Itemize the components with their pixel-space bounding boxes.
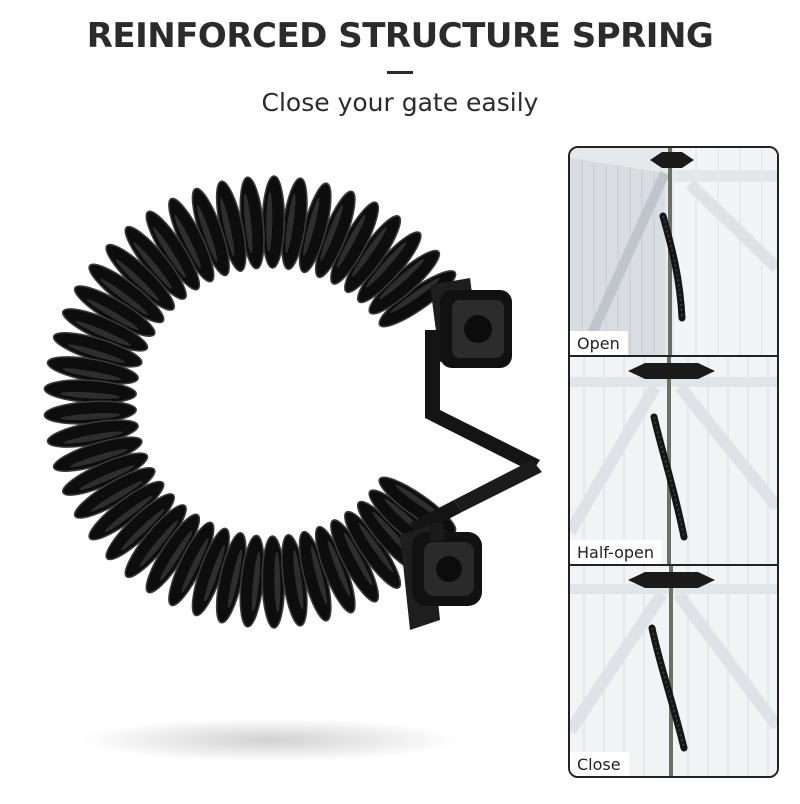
spring-coil-highlight bbox=[251, 551, 261, 612]
spring-coil-highlight bbox=[390, 278, 440, 313]
spring-coil-highlight bbox=[86, 299, 139, 330]
spring-coil-highlight bbox=[115, 259, 160, 302]
spring-coil bbox=[43, 175, 457, 629]
lower-end-cap bbox=[400, 523, 482, 630]
spring-coil-highlight bbox=[343, 532, 373, 586]
spring-coil-highlight bbox=[243, 193, 253, 254]
spring-product-image bbox=[0, 140, 560, 800]
spring-coil-highlight bbox=[220, 197, 235, 257]
spring-coil-highlight bbox=[303, 197, 320, 256]
gate-panel-half-open: Half-open bbox=[570, 357, 777, 564]
spring-coil-highlight bbox=[174, 214, 202, 269]
spring-coil-highlight bbox=[285, 193, 296, 253]
spring-coil-highlight bbox=[366, 241, 407, 288]
gate-state-label: Close bbox=[570, 752, 629, 776]
spring-coil-highlight bbox=[395, 484, 445, 520]
spring-coil-highlight bbox=[104, 495, 153, 533]
spring-coil-highlight bbox=[228, 549, 243, 608]
spring-coil-highlight bbox=[63, 431, 124, 444]
spring-coil-highlight bbox=[204, 544, 225, 602]
page-subtitle: Close your gate easily bbox=[261, 88, 539, 117]
spring-coil-highlight bbox=[133, 242, 172, 289]
spring-coil-highlight bbox=[320, 204, 343, 261]
spring-coil-highlight bbox=[274, 551, 281, 612]
gate-state-label: Half-open bbox=[570, 540, 663, 564]
spring-coil-highlight bbox=[139, 520, 178, 567]
gate-states-panel: Open Half-open bbox=[568, 146, 779, 778]
panel-divider bbox=[570, 564, 777, 566]
gate-panel-close: Close bbox=[570, 566, 777, 776]
spring-coil-highlight bbox=[159, 530, 193, 581]
mounting-bracket bbox=[410, 330, 542, 535]
spring-coil-highlight bbox=[121, 508, 165, 551]
spring-coil-highlight bbox=[352, 227, 387, 277]
panel-divider bbox=[570, 355, 777, 357]
spring-coil-highlight bbox=[336, 214, 366, 268]
spring-coil-highlight bbox=[99, 278, 148, 315]
spring-coil-highlight bbox=[60, 413, 121, 421]
spring-coil-highlight bbox=[266, 191, 273, 252]
page-title: REINFORCED STRUCTURE SPRING bbox=[86, 16, 714, 56]
gate-panel-open: Open bbox=[570, 148, 777, 355]
spring-coil-highlight bbox=[153, 227, 186, 278]
upper-end-cap bbox=[430, 278, 512, 368]
spring-coil-highlight bbox=[327, 540, 351, 597]
spring-coil-highlight bbox=[181, 538, 209, 593]
spring-coil-highlight bbox=[379, 259, 425, 300]
spring-coil-highlight bbox=[62, 368, 122, 381]
spring-coil-highlight bbox=[70, 448, 128, 468]
spring-coil-highlight bbox=[311, 546, 328, 605]
spring-coil-highlight bbox=[67, 344, 126, 363]
gate-state-label: Open bbox=[570, 331, 628, 355]
spring-coil-highlight bbox=[79, 465, 135, 491]
product-shadow bbox=[80, 718, 460, 762]
spring-coil-highlight bbox=[358, 522, 394, 573]
spring-coil-highlight bbox=[196, 204, 218, 262]
spring-coil-highlight bbox=[75, 321, 132, 346]
title-divider bbox=[387, 71, 413, 74]
spring-coil-highlight bbox=[90, 480, 143, 512]
spring-coil-highlight bbox=[60, 391, 121, 399]
spring-coil-highlight bbox=[293, 550, 304, 610]
